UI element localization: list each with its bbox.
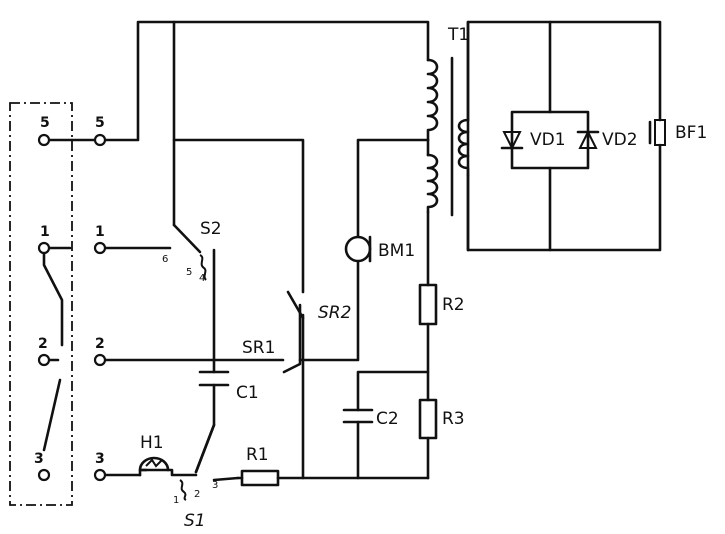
switch-s1-icon <box>179 423 240 501</box>
h1-label: H1 <box>140 433 164 453</box>
pin-right-3: 3 <box>95 451 105 467</box>
pin-left-3: 3 <box>34 451 44 467</box>
microphone-bm1-icon <box>344 235 372 263</box>
bf1-label: BF1 <box>675 123 707 143</box>
reed-switch-sr2-icon <box>286 290 305 320</box>
c1-label: C1 <box>236 383 259 403</box>
s1-label: S1 <box>184 511 206 531</box>
terminal-left-3 <box>37 468 51 482</box>
resistor-r2-icon <box>418 283 438 326</box>
s2-contact-6: 6 <box>162 254 168 265</box>
t1-label: T1 <box>447 25 469 45</box>
pin-right-5: 5 <box>95 115 105 131</box>
s2-contact-5: 5 <box>186 267 192 278</box>
terminal-right-2 <box>93 353 107 367</box>
s1-contact-3: 3 <box>212 480 218 491</box>
connector-terminals <box>37 133 107 482</box>
r2-label: R2 <box>442 295 465 315</box>
s1-contact-1: 1 <box>173 495 179 506</box>
pin-left-1: 1 <box>40 224 50 240</box>
sr2-label: SR2 <box>318 303 351 323</box>
terminal-left-2 <box>37 353 51 367</box>
s2-label: S2 <box>200 219 222 239</box>
diode-vd1-icon <box>500 131 524 151</box>
terminal-left-1 <box>37 241 51 255</box>
capacitor-c1-icon <box>198 370 230 387</box>
switch-s2-icon <box>172 223 207 281</box>
vd2-label: VD2 <box>602 130 638 150</box>
terminal-right-5 <box>93 133 107 147</box>
lamp-h1-icon <box>138 456 198 477</box>
r3-label: R3 <box>442 409 465 429</box>
terminal-right-1 <box>93 241 107 255</box>
c2-label: C2 <box>376 409 399 429</box>
pin-right-2: 2 <box>95 336 105 352</box>
capacitor-c2-icon <box>342 408 374 424</box>
resistor-r3-icon <box>418 398 438 440</box>
r1-label: R1 <box>246 445 269 465</box>
connector-enclosure <box>9 102 73 506</box>
bm1-label: BM1 <box>378 241 415 261</box>
s1-contact-2: 2 <box>194 489 200 500</box>
transformer-t1-icon <box>426 56 470 217</box>
sr1-label: SR1 <box>242 338 275 358</box>
s2-contact-4: 4 <box>199 273 205 284</box>
pin-right-1: 1 <box>95 224 105 240</box>
pin-left-2: 2 <box>38 336 48 352</box>
vd1-label: VD1 <box>530 130 566 150</box>
buzzer-bf1-icon <box>648 119 666 146</box>
terminal-left-5 <box>37 133 51 147</box>
diode-vd2-icon <box>576 129 600 149</box>
resistor-r1-icon <box>240 469 280 487</box>
pin-left-5: 5 <box>40 115 50 131</box>
terminal-right-3 <box>93 468 107 482</box>
